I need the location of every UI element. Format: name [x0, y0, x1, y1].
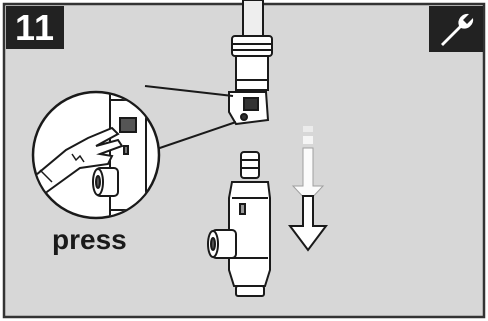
zoomed-release-button [119, 117, 137, 133]
press-label: press [52, 224, 127, 255]
release-button [243, 97, 259, 111]
wrench-badge [429, 6, 483, 52]
magnifier-circle [31, 90, 161, 220]
upper-body [235, 55, 269, 91]
upper-connector [228, 0, 273, 126]
supply-pipe [242, 0, 264, 37]
callout-line [144, 85, 237, 153]
step-number-badge: 11 [6, 6, 64, 49]
spigot [240, 151, 260, 179]
wrench-icon [441, 13, 474, 46]
arrow-down-icon [288, 126, 328, 252]
upper-nut [231, 35, 273, 57]
bottom-ring [235, 285, 265, 297]
lower-connector [207, 151, 271, 297]
